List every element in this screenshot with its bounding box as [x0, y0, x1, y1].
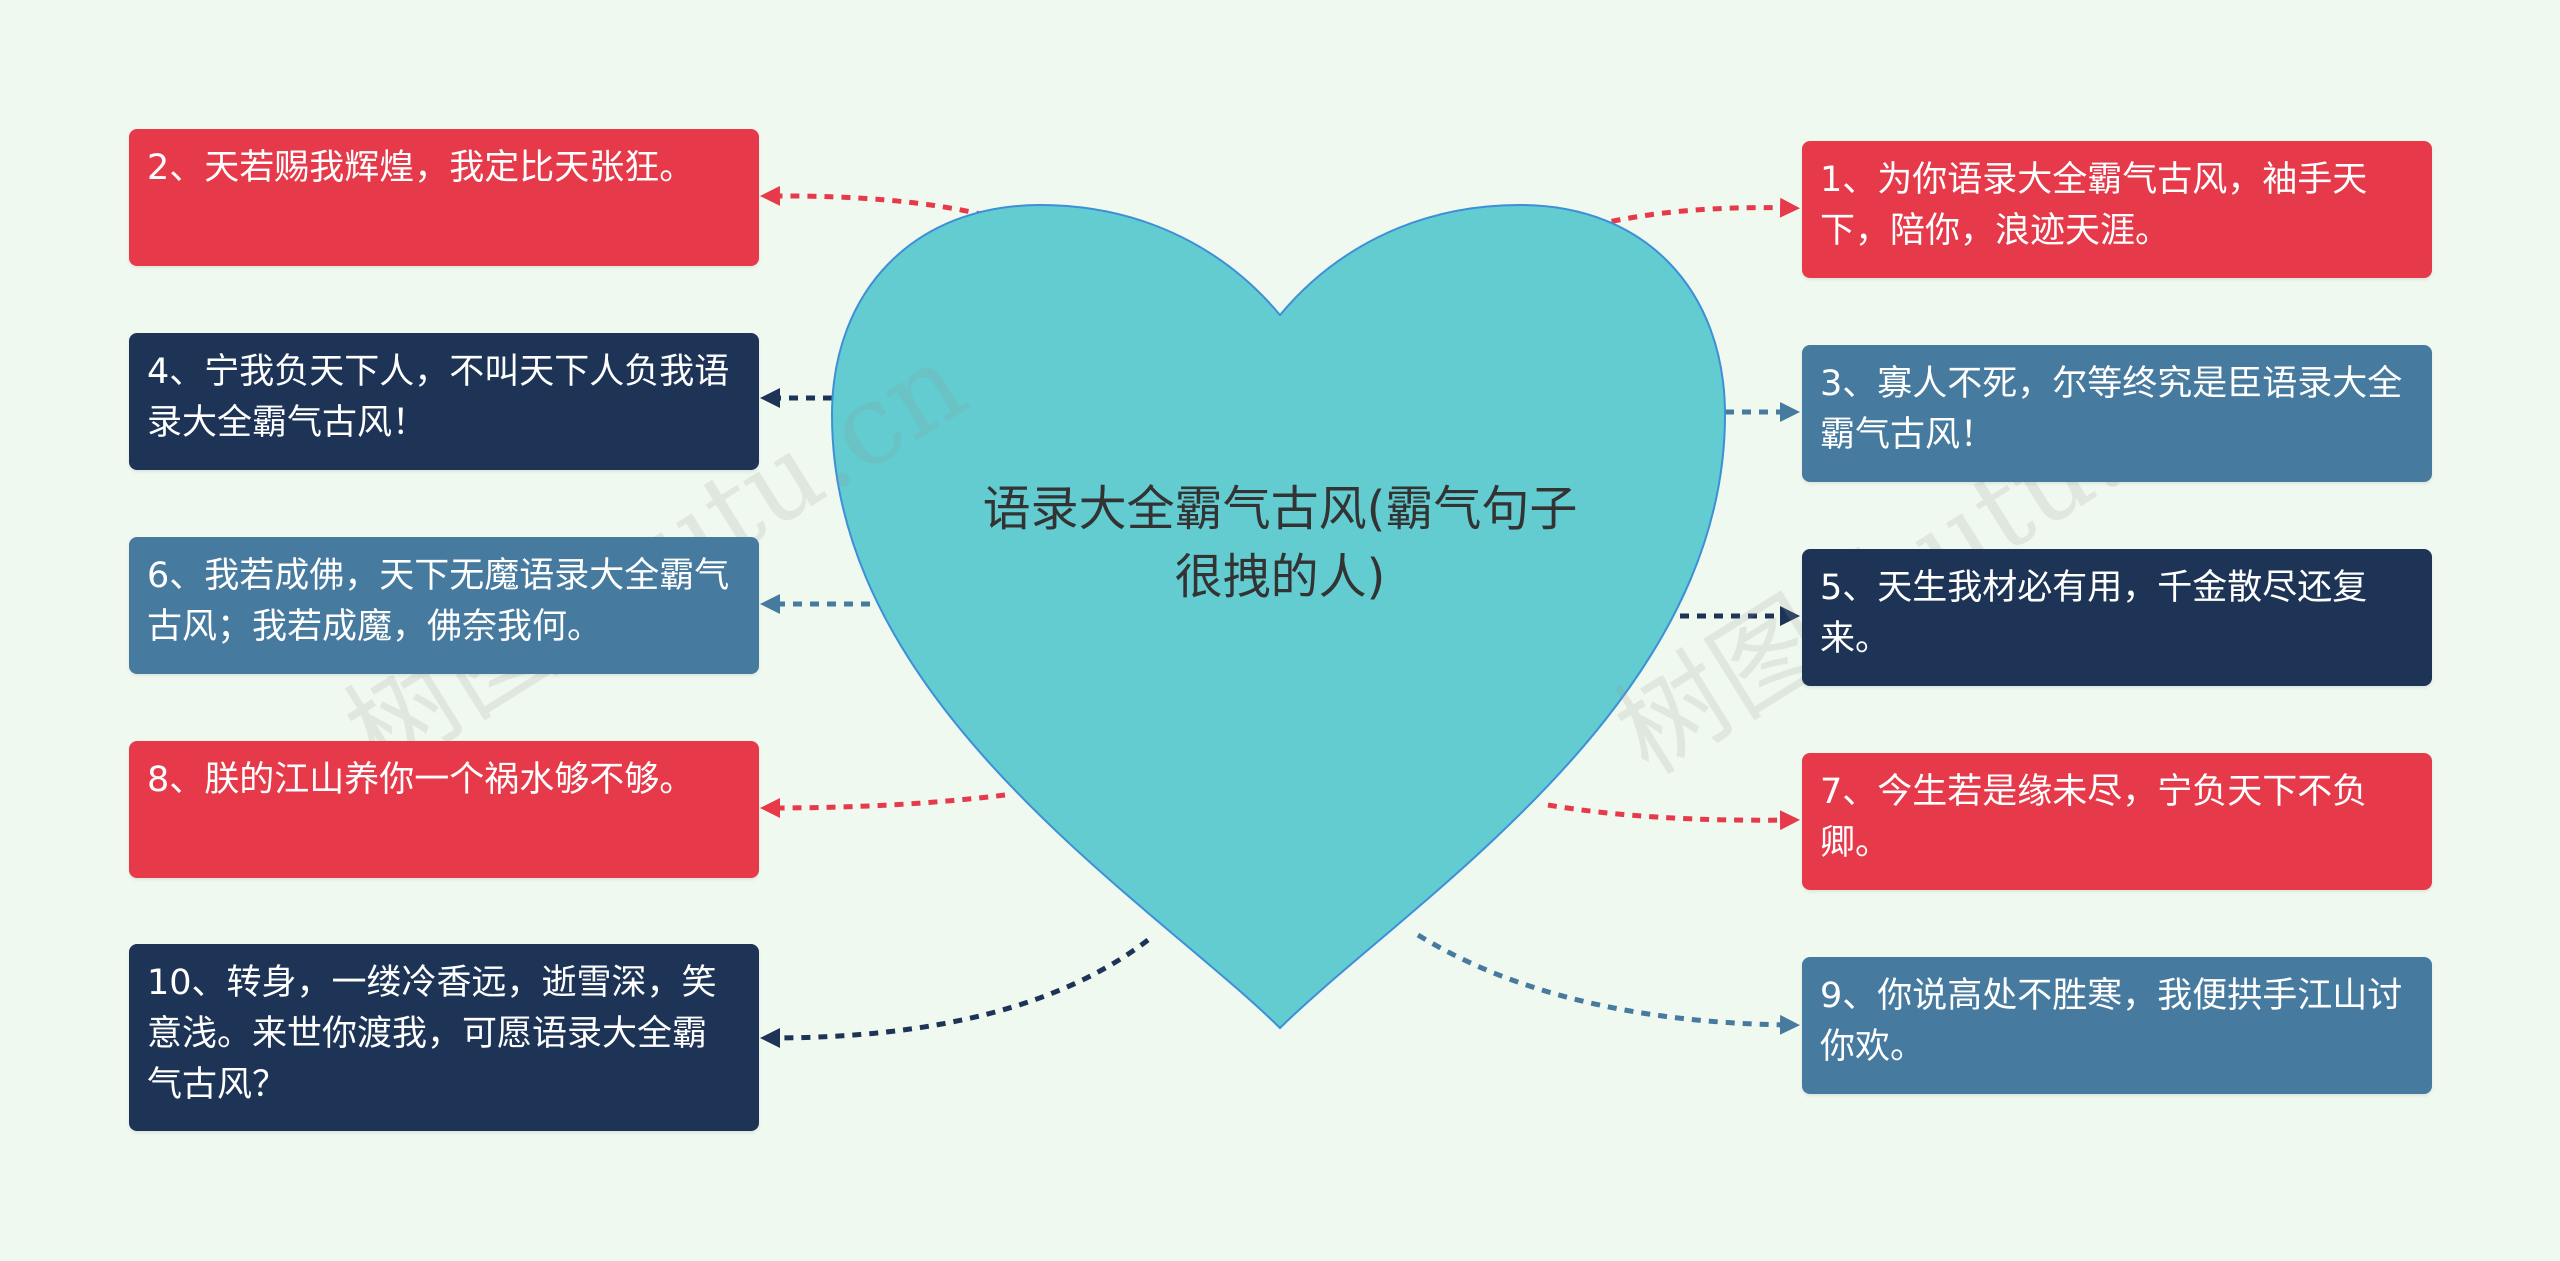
topic-node-9[interactable]: 9、你说高处不胜寒，我便拱手江山讨你欢。	[1802, 957, 2432, 1094]
topic-node-4[interactable]: 4、宁我负天下人，不叫天下人负我语录大全霸气古风！	[129, 333, 759, 470]
topic-node-1[interactable]: 1、为你语录大全霸气古风，袖手天下，陪你，浪迹天涯。	[1802, 141, 2432, 278]
topic-node-3-text: 3、寡人不死，尔等终究是臣语录大全霸气古风！	[1820, 364, 2403, 455]
topic-node-7-text: 7、今生若是缘未尽，宁负天下不负卿。	[1820, 772, 2368, 863]
connector-8	[760, 792, 1006, 818]
topic-node-8-text: 8、朕的江山养你一个祸水够不够。	[147, 760, 695, 800]
connector-1	[1594, 197, 1800, 228]
topic-node-9-text: 9、你说高处不胜寒，我便拱手江山讨你欢。	[1820, 976, 2403, 1067]
connector-2	[760, 185, 986, 218]
topic-node-2[interactable]: 2、天若赐我辉煌，我定比天张狂。	[129, 129, 759, 266]
topic-node-4-text: 4、宁我负天下人，不叫天下人负我语录大全霸气古风！	[147, 352, 730, 443]
topic-node-5[interactable]: 5、天生我材必有用，千金散尽还复来。	[1802, 549, 2432, 686]
topic-node-3[interactable]: 3、寡人不死，尔等终究是臣语录大全霸气古风！	[1802, 345, 2432, 482]
center-heart-shape	[830, 203, 1727, 1030]
topic-node-10-text: 10、转身，一缕冷香远，逝雪深，笑意浅。来世你渡我，可愿语录大全霸气古风？	[147, 963, 717, 1105]
topic-node-6[interactable]: 6、我若成佛，天下无魔语录大全霸气古风；我若成魔，佛奈我何。	[129, 537, 759, 674]
topic-node-6-text: 6、我若成佛，天下无魔语录大全霸气古风；我若成魔，佛奈我何。	[147, 556, 730, 647]
topic-node-10[interactable]: 10、转身，一缕冷香远，逝雪深，笑意浅。来世你渡我，可愿语录大全霸气古风？	[129, 944, 759, 1131]
connector-9	[1416, 932, 1800, 1035]
topic-node-2-text: 2、天若赐我辉煌，我定比天张狂。	[147, 148, 695, 188]
center-topic-title[interactable]: 语录大全霸气古风(霸气句子很拽的人)	[982, 481, 1578, 605]
connector-7	[1547, 802, 1800, 831]
topic-node-5-text: 5、天生我材必有用，千金散尽还复来。	[1820, 568, 2368, 659]
connector-10	[760, 938, 1150, 1048]
topic-node-8[interactable]: 8、朕的江山养你一个祸水够不够。	[129, 741, 759, 878]
topic-node-1-text: 1、为你语录大全霸气古风，袖手天下，陪你，浪迹天涯。	[1820, 160, 2368, 251]
topic-node-7[interactable]: 7、今生若是缘未尽，宁负天下不负卿。	[1802, 753, 2432, 890]
